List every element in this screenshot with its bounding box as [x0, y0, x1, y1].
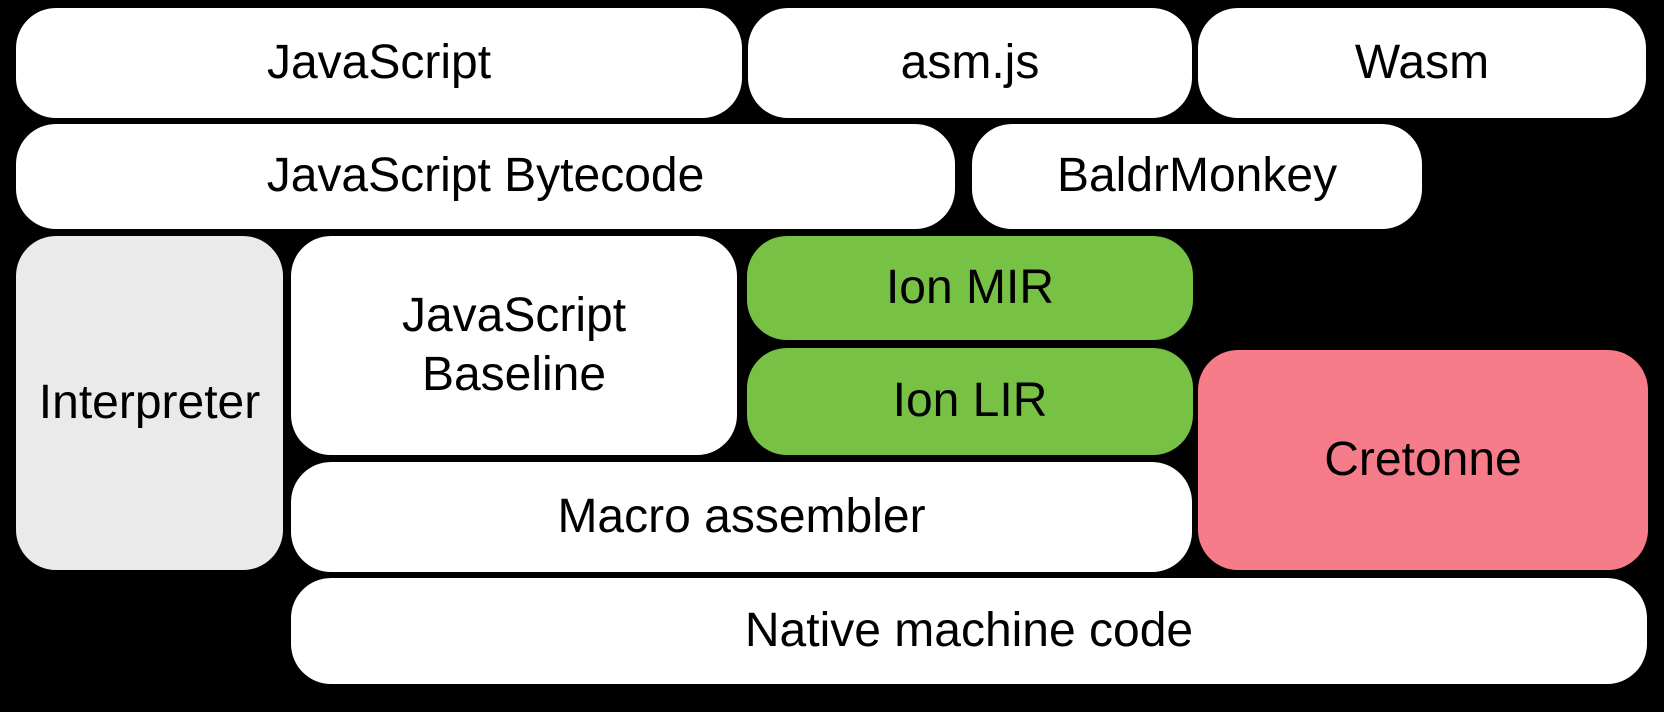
box-macro-assembler: Macro assembler	[291, 462, 1192, 572]
box-native-machine-code: Native machine code	[291, 578, 1647, 684]
box-wasm: Wasm	[1198, 8, 1646, 118]
box-javascript-label: JavaScript	[266, 35, 492, 89]
box-javascript-baseline: JavaScript Baseline	[291, 236, 737, 455]
box-ion-mir-label: Ion MIR	[885, 260, 1055, 314]
box-interpreter: Interpreter	[16, 236, 283, 570]
box-asmjs: asm.js	[748, 8, 1192, 118]
box-baldrmonkey: BaldrMonkey	[972, 124, 1422, 229]
box-native-machine-code-label: Native machine code	[744, 603, 1194, 657]
box-javascript-bytecode: JavaScript Bytecode	[16, 124, 955, 229]
box-asmjs-label: asm.js	[900, 35, 1040, 89]
box-macro-assembler-label: Macro assembler	[557, 489, 926, 543]
box-cretonne: Cretonne	[1198, 350, 1648, 570]
box-baldrmonkey-label: BaldrMonkey	[1056, 149, 1338, 203]
box-interpreter-label: Interpreter	[38, 375, 261, 429]
box-wasm-label: Wasm	[1354, 35, 1490, 89]
box-cretonne-label: Cretonne	[1324, 432, 1522, 486]
box-javascript-baseline-label: JavaScript Baseline	[401, 288, 627, 401]
box-ion-lir-label: Ion LIR	[892, 374, 1048, 428]
box-javascript: JavaScript	[16, 8, 742, 118]
box-ion-mir: Ion MIR	[747, 236, 1193, 340]
box-javascript-bytecode-label: JavaScript Bytecode	[266, 149, 705, 203]
box-ion-lir: Ion LIR	[747, 348, 1193, 455]
